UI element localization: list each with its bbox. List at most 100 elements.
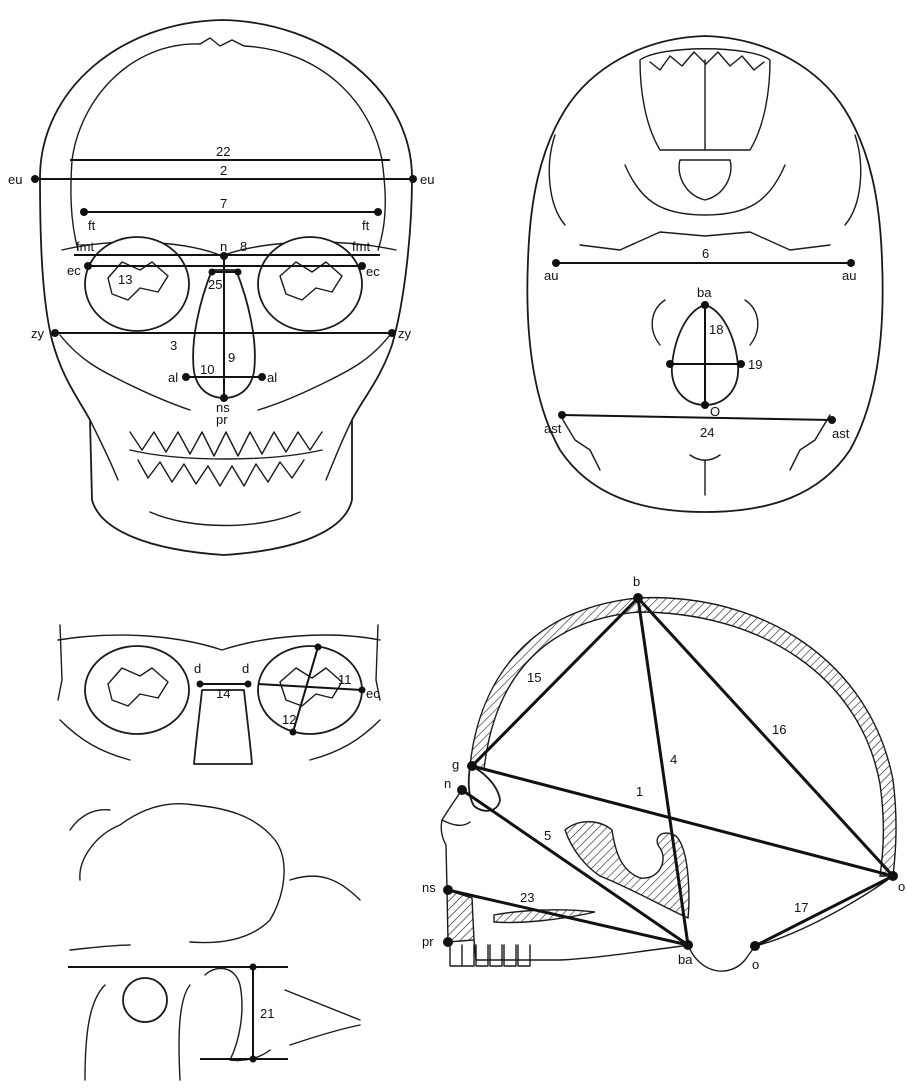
frontal-dot-25-left (209, 269, 216, 276)
basal-label-o: O (710, 404, 720, 419)
frontal-label-ec-right: ec (366, 264, 380, 279)
frontal-label-ft-left: ft (88, 218, 96, 233)
orbits-label-d-left: d (194, 661, 201, 676)
basal-dot-19-left (666, 360, 674, 368)
frontal-label-fmt-left: fmt (76, 239, 94, 254)
lateral-measure-4: 4 (670, 752, 677, 767)
frontal-measure-10: 10 (200, 362, 214, 377)
frontal-label-ec-left: ec (67, 263, 81, 278)
frontal-measure-9: 9 (228, 350, 235, 365)
frontal-label-eu-left: eu (8, 172, 22, 187)
orbits-dot-d-right (245, 681, 252, 688)
lateral-label-o-upper: o (898, 879, 905, 894)
mastoid-zygomatic (70, 945, 130, 950)
lateral-line-17 (755, 876, 893, 946)
frontal-dot-ec-right (358, 262, 366, 270)
basal-dot-ast-left (558, 411, 566, 419)
basal-measure-19: 19 (748, 357, 762, 372)
lateral-label-b: b (633, 574, 640, 589)
frontal-label-eu-right: eu (420, 172, 434, 187)
lateral-dot-ns (443, 885, 453, 895)
frontal-view: eu eu ft ft fmt fmt ec ec n zy zy al al … (8, 20, 434, 555)
frontal-label-n: n (220, 239, 227, 254)
lateral-nasal-bone (442, 790, 470, 825)
frontal-measure-3: 3 (170, 338, 177, 353)
orbits-dot-12-bottom (290, 729, 297, 736)
mastoid-view: 21 (68, 804, 360, 1080)
lateral-measure-1: 1 (636, 784, 643, 799)
basal-label-ast-left: ast (544, 421, 562, 436)
lateral-measure-16: 16 (772, 722, 786, 737)
basal-view: au au ba O ast ast 6 18 19 24 (527, 36, 882, 512)
frontal-label-al-left: al (168, 370, 178, 385)
orbits-measure-14: 14 (216, 686, 230, 701)
orbits-label-ec: ec (366, 686, 380, 701)
frontal-measure-2: 2 (220, 163, 227, 178)
frontal-dot-ft-left (80, 208, 88, 216)
basal-dot-au-left (552, 259, 560, 267)
basal-dot-19-right (737, 360, 745, 368)
frontal-label-zy-left: zy (31, 326, 45, 341)
lateral-maxilla (447, 890, 474, 942)
basal-label-ba: ba (697, 285, 712, 300)
lateral-label-ns: ns (422, 880, 436, 895)
frontal-measure-13: 13 (118, 272, 132, 287)
lateral-dot-b (633, 593, 643, 603)
lateral-label-g: g (452, 757, 459, 772)
basal-measure-6: 6 (702, 246, 709, 261)
lateral-view: b g n ns pr ba o o 15 4 16 1 5 23 17 (422, 574, 905, 972)
frontal-dot-ft-right (374, 208, 382, 216)
mastoid-dot-top (250, 964, 257, 971)
basal-label-au-right: au (842, 268, 856, 283)
lateral-measure-15: 15 (527, 670, 541, 685)
basal-label-au-left: au (544, 268, 558, 283)
frontal-dot-25-right (235, 269, 242, 276)
orbits-brow (58, 635, 380, 650)
mastoid-temporal-squama (80, 804, 284, 943)
frontal-measure-25: 25 (208, 277, 222, 292)
frontal-label-al-right: al (267, 370, 277, 385)
frontal-measure-7: 7 (220, 196, 227, 211)
lateral-teeth (450, 945, 530, 966)
frontal-dot-zy-left (51, 329, 59, 337)
orbits-measure-12: 12 (282, 712, 296, 727)
frontal-measure-22: 22 (216, 144, 230, 159)
basal-label-ast-right: ast (832, 426, 850, 441)
lateral-vault-wall (470, 598, 896, 876)
frontal-dot-eu-right (409, 175, 417, 183)
lateral-mastoid (688, 945, 755, 971)
basal-measure-24: 24 (700, 425, 714, 440)
orbits-temporal-left (58, 625, 62, 700)
lateral-label-n: n (444, 776, 451, 791)
basal-dot-au-right (847, 259, 855, 267)
orbits-dot-12-top (315, 644, 322, 651)
basal-dot-ba (701, 301, 709, 309)
mastoid-upper-border (70, 810, 360, 900)
lateral-label-o-lower: o (752, 957, 759, 972)
frontal-orbit-left (85, 237, 189, 331)
orbits-dot-ec (359, 687, 366, 694)
orbits-view: d d ec 14 11 12 (58, 625, 380, 764)
orbits-nasal-bridge (194, 690, 252, 764)
lateral-label-pr: pr (422, 934, 434, 949)
frontal-measure-8: 8 (240, 239, 247, 254)
lateral-measure-23: 23 (520, 890, 534, 905)
lateral-label-ba: ba (678, 952, 693, 967)
frontal-label-zy-right: zy (398, 326, 412, 341)
basal-measure-18: 18 (709, 322, 723, 337)
frontal-dot-al-left (182, 373, 190, 381)
lateral-measure-17: 17 (794, 900, 808, 915)
basal-dot-o (701, 401, 709, 409)
lateral-dot-ba (683, 940, 693, 950)
mastoid-measure-21: 21 (260, 1006, 274, 1021)
frontal-label-ft-right: ft (362, 218, 370, 233)
orbits-label-d-right: d (242, 661, 249, 676)
lateral-dot-n (457, 785, 467, 795)
frontal-dot-ec-left (84, 262, 92, 270)
lateral-measure-5: 5 (544, 828, 551, 843)
frontal-orbit-right (258, 237, 362, 331)
lateral-dot-o-upper (888, 871, 898, 881)
frontal-label-pr: pr (216, 412, 228, 427)
